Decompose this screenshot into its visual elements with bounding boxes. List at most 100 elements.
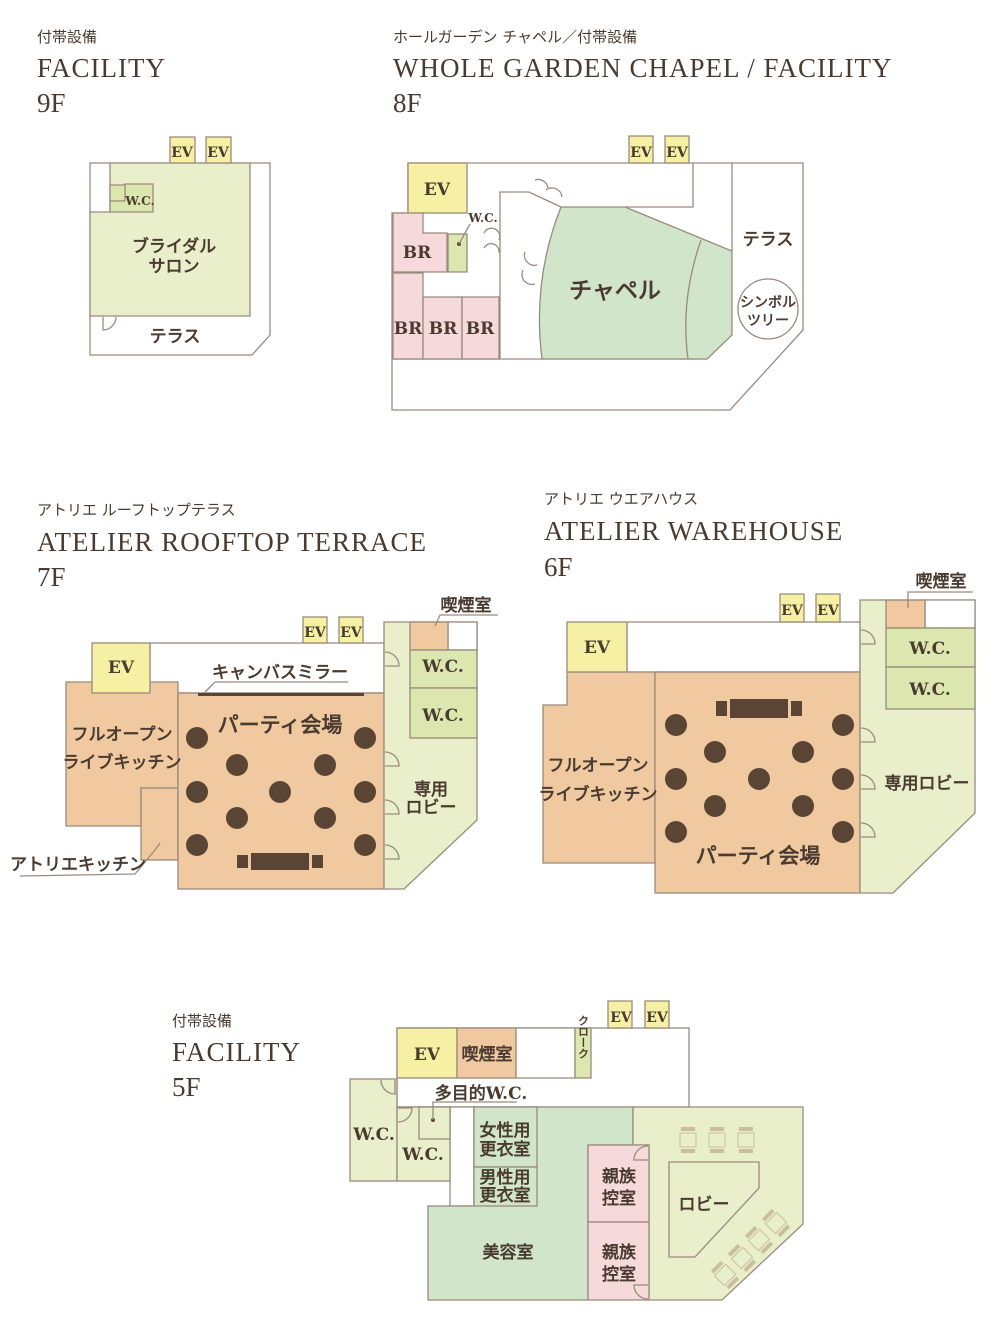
smoking-label: 喫煙室 <box>462 1044 513 1065</box>
wc-room <box>349 1078 398 1182</box>
chair <box>710 1149 724 1153</box>
main-table <box>251 853 309 870</box>
elevator <box>91 642 151 694</box>
elevator <box>396 1027 458 1079</box>
wc-label: W.C. <box>352 1125 395 1145</box>
floor-9f: 付帯設備 FACILITY 9F EV EV W.C. ブライダル サロン テラ… <box>37 28 271 356</box>
wc-label: W.C. <box>421 706 464 726</box>
round-table <box>832 821 854 843</box>
corridor <box>626 621 861 673</box>
changing-label: 女性用 <box>480 1120 531 1141</box>
round-table <box>792 741 814 763</box>
round-table <box>665 714 687 736</box>
wc-label: W.C. <box>908 639 951 659</box>
floor-number: 9F <box>37 88 66 118</box>
symbol-tree <box>737 278 799 340</box>
lobby-table <box>744 1225 774 1255</box>
round-table <box>226 754 248 776</box>
elevator <box>815 593 841 623</box>
round-table <box>354 727 376 749</box>
wc-label: W.C. <box>467 211 497 225</box>
tables-7f <box>186 727 376 870</box>
mirror-label: キャンバスミラー <box>212 663 348 683</box>
round-table <box>748 768 770 790</box>
wc-label: W.C. <box>421 657 464 677</box>
side-table <box>716 701 727 716</box>
elevator <box>338 616 364 644</box>
elevator <box>566 621 628 673</box>
round-table <box>832 714 854 736</box>
hall-label: パーティ会場 <box>218 712 343 737</box>
beauty-label: 美容室 <box>483 1242 534 1263</box>
wc-room <box>447 233 468 273</box>
wc-label: W.C. <box>401 1145 444 1165</box>
atelier-kitchen <box>140 787 179 861</box>
round-table <box>314 754 336 776</box>
lobby-table <box>710 1260 740 1290</box>
ev-label: EV <box>817 603 840 619</box>
lobby-table <box>727 1243 757 1273</box>
family-label: 親族 <box>602 1242 637 1263</box>
smoking-room <box>409 621 449 651</box>
hall-label: パーティ会場 <box>696 843 821 868</box>
ev-label: EV <box>646 1010 669 1026</box>
floor-subtitle: 付帯設備 <box>172 1012 232 1030</box>
round-table <box>186 727 208 749</box>
family-label: 控室 <box>602 1264 636 1285</box>
round-table <box>186 781 208 803</box>
smoking-label: 喫煙室 <box>441 595 492 616</box>
round-table <box>226 807 248 829</box>
floor-title: FACILITY <box>172 1037 301 1067</box>
lobby-table <box>679 1132 697 1148</box>
changing-label: 更衣室 <box>480 1185 531 1206</box>
ev-label: EV <box>666 145 689 161</box>
floor-number: 7F <box>37 562 66 592</box>
door-icon <box>860 629 876 838</box>
round-table <box>832 768 854 790</box>
family-label: 親族 <box>602 1166 637 1187</box>
changing-label: 男性用 <box>480 1167 531 1188</box>
round-table <box>704 795 726 817</box>
floor-8f: ホールガーデン チャペル／付帯設備 WHOLE GARDEN CHAPEL / … <box>391 28 892 411</box>
side-table <box>312 855 323 868</box>
door-icon <box>384 651 400 860</box>
floor-title: WHOLE GARDEN CHAPEL / FACILITY <box>393 53 892 83</box>
ev-label: EV <box>630 145 653 161</box>
br-label: BR <box>466 319 495 339</box>
round-table <box>354 834 376 856</box>
lobby-label: ロビー <box>406 798 457 818</box>
round-table <box>704 741 726 763</box>
lobby-tables <box>679 1127 791 1290</box>
br-label: BR <box>394 319 423 339</box>
salon-label: サロン <box>149 257 200 277</box>
family-waiting-room <box>587 1221 650 1301</box>
ev-label: EV <box>108 658 135 678</box>
ev-label: EV <box>781 603 804 619</box>
tree-label: シンボル <box>740 295 796 311</box>
smoking-room <box>885 599 926 629</box>
floor-number: 8F <box>393 88 422 118</box>
elevator <box>205 136 232 164</box>
round-table <box>314 807 336 829</box>
side-table <box>791 701 802 716</box>
round-table <box>269 781 291 803</box>
br-label: BR <box>429 319 458 339</box>
changing-label: 更衣室 <box>480 1139 531 1160</box>
lobby-table <box>708 1132 726 1148</box>
floor-7f: アトリエ ルーフトップテラス ATELIER ROOFTOP TERRACE 7… <box>10 501 498 890</box>
round-table <box>354 781 376 803</box>
kitchen-label: フルオープン <box>72 724 173 745</box>
elevator <box>407 162 468 214</box>
bride-room <box>392 272 424 360</box>
ev-label: EV <box>340 625 363 641</box>
round-table <box>665 821 687 843</box>
family-waiting-room <box>587 1144 650 1223</box>
lobby-label: 専用 <box>414 780 448 800</box>
salon-label: ブライダル <box>132 236 216 257</box>
ev-label: EV <box>610 1010 633 1026</box>
br-label: BR <box>403 243 432 263</box>
kitchen-label: ライブキッチン <box>63 752 182 773</box>
floor-title: ATELIER ROOFTOP TERRACE <box>37 527 427 557</box>
door-icon <box>380 1079 649 1300</box>
